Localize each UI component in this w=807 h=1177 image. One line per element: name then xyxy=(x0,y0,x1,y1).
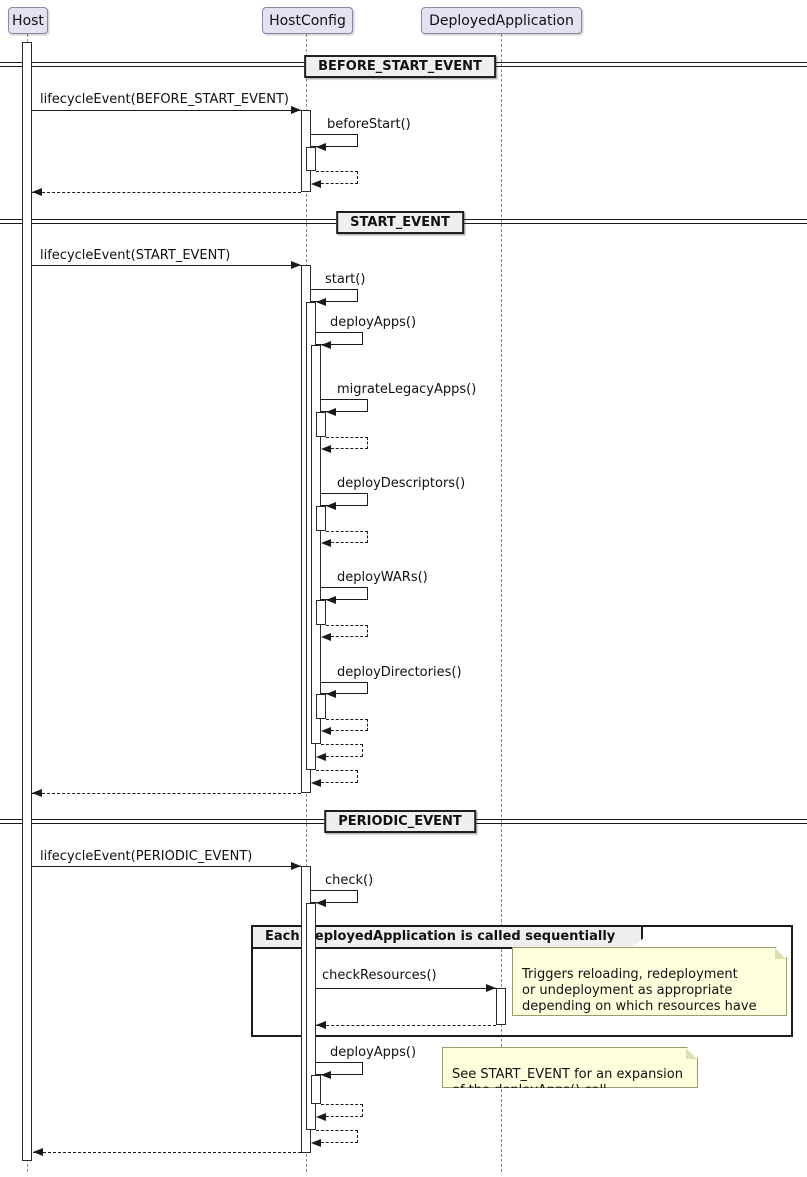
self-call-check xyxy=(311,890,358,903)
arrowhead-return-check-resources-icon xyxy=(316,1020,326,1029)
arrowhead-lifecycle-start-icon xyxy=(291,260,301,269)
arrowhead-deploy-wars-icon xyxy=(326,595,336,604)
self-call-before-start xyxy=(311,134,358,147)
arrowhead-return-to-host-1-icon xyxy=(32,187,42,196)
message-label-deploy-descriptors: deployDescriptors() xyxy=(337,476,466,491)
self-call-migrate-legacy-apps xyxy=(321,399,368,412)
message-label-deploy-wars: deployWARs() xyxy=(337,570,428,585)
self-call-deploy-wars xyxy=(321,587,368,600)
arrowhead-return-deploy-directories-icon xyxy=(321,726,331,735)
activation-deploy-directories xyxy=(316,694,326,719)
message-label-check-resources: checkResources() xyxy=(322,968,437,983)
self-call-deploy-directories xyxy=(321,682,368,694)
return-line-check-resources xyxy=(316,1025,496,1026)
self-call-start xyxy=(311,289,358,302)
self-call-deploy-apps-periodic xyxy=(316,1062,363,1075)
arrowhead-return-to-host-3-icon xyxy=(33,1147,43,1156)
self-return-migrate-legacy-apps xyxy=(326,437,368,449)
self-call-deploy-apps xyxy=(316,332,363,345)
activation-deploy-apps-periodic xyxy=(311,1075,321,1104)
return-line-start xyxy=(32,793,301,794)
arrowhead-start-icon xyxy=(316,297,326,306)
message-label-deploy-apps-periodic: deployApps() xyxy=(330,1045,417,1060)
activation-deploy-wars xyxy=(316,600,326,625)
divider-before-start-event: BEFORE_START_EVENT xyxy=(304,55,496,78)
activation-migrate-legacy-apps xyxy=(316,412,326,437)
participant-hostconfig: HostConfig xyxy=(262,7,353,34)
participant-deployedapplication-label: DeployedApplication xyxy=(429,12,574,29)
activation-deployedapplication-check xyxy=(496,988,506,1025)
note-see-start-event-text: See START_EVENT for an expansion of the … xyxy=(452,1067,683,1098)
self-return-before-start xyxy=(316,171,358,184)
message-line-lifecycle-before-start xyxy=(32,110,301,111)
message-label-deploy-apps: deployApps() xyxy=(330,315,417,330)
activation-deploy-descriptors xyxy=(316,506,326,531)
return-line-periodic xyxy=(33,1152,301,1153)
self-return-check xyxy=(316,1130,358,1143)
group-sequential-box: Each DeployedApplication is called seque… xyxy=(251,925,793,1037)
arrowhead-return-migrate-legacy-apps-icon xyxy=(321,444,331,453)
arrowhead-return-check-icon xyxy=(311,1138,321,1147)
self-return-deploy-apps-periodic xyxy=(321,1104,363,1117)
group-sequential-header: Each DeployedApplication is called seque… xyxy=(251,925,643,949)
message-label-deploy-directories: deployDirectories() xyxy=(337,665,462,680)
message-label-lifecycle-periodic: lifecycleEvent(PERIODIC_EVENT) xyxy=(40,849,253,864)
note-fold-icon xyxy=(775,948,786,959)
arrowhead-migrate-legacy-apps-icon xyxy=(326,407,336,416)
participant-hostconfig-label: HostConfig xyxy=(269,12,346,29)
arrowhead-return-deploy-apps-periodic-icon xyxy=(316,1112,326,1121)
arrowhead-check-resources-icon xyxy=(486,983,496,992)
participant-host-label: Host xyxy=(12,12,44,29)
self-return-deploy-directories xyxy=(326,719,368,731)
arrowhead-return-to-host-2-icon xyxy=(32,788,42,797)
lifeline-deployedapplication xyxy=(501,34,502,1172)
arrowhead-before-start-icon xyxy=(316,142,326,151)
arrowhead-return-deploy-wars-icon xyxy=(321,632,331,641)
message-label-start: start() xyxy=(325,272,366,287)
activation-hostconfig-before-2 xyxy=(306,147,316,171)
self-return-deploy-descriptors xyxy=(326,531,368,543)
arrowhead-return-deploy-descriptors-icon xyxy=(321,538,331,547)
message-line-check-resources xyxy=(316,988,496,989)
arrowhead-deploy-apps-periodic-icon xyxy=(321,1070,331,1079)
arrowhead-return-before-start-icon xyxy=(311,179,321,188)
message-line-lifecycle-start xyxy=(32,265,301,266)
self-return-deploy-wars xyxy=(326,625,368,637)
arrowhead-return-deploy-apps-icon xyxy=(316,752,326,761)
arrowhead-return-start-icon xyxy=(311,778,321,787)
note-see-start-event: See START_EVENT for an expansion of the … xyxy=(442,1047,698,1088)
arrowhead-deploy-apps-icon xyxy=(321,340,331,349)
activation-hostconfig-start-3 xyxy=(311,345,321,744)
self-return-deploy-apps xyxy=(321,744,363,757)
note-fold-icon xyxy=(686,1048,697,1059)
divider-periodic-event: PERIODIC_EVENT xyxy=(324,810,476,833)
message-label-migrate-legacy-apps: migrateLegacyApps() xyxy=(337,382,477,397)
divider-start-event: START_EVENT xyxy=(336,211,464,234)
message-label-before-start: beforeStart() xyxy=(327,117,411,132)
return-line-before-start xyxy=(32,192,301,193)
message-label-check: check() xyxy=(325,873,374,888)
participant-deployedapplication: DeployedApplication xyxy=(421,7,582,34)
message-line-lifecycle-periodic xyxy=(32,866,301,867)
self-return-start xyxy=(316,770,358,783)
self-call-deploy-descriptors xyxy=(321,493,368,506)
activation-hostconfig-periodic-2 xyxy=(306,903,316,1130)
arrowhead-check-icon xyxy=(316,898,326,907)
arrowhead-deploy-directories-icon xyxy=(326,689,336,698)
message-label-lifecycle-start: lifecycleEvent(START_EVENT) xyxy=(40,248,231,263)
activation-host xyxy=(22,42,32,1161)
arrowhead-lifecycle-before-start-icon xyxy=(291,105,301,114)
note-check-resources: Triggers reloading, redeployment or unde… xyxy=(512,947,787,1016)
arrowhead-lifecycle-periodic-icon xyxy=(291,861,301,870)
participant-host: Host xyxy=(8,7,48,34)
message-label-lifecycle-before-start: lifecycleEvent(BEFORE_START_EVENT) xyxy=(40,92,289,107)
arrowhead-deploy-descriptors-icon xyxy=(326,501,336,510)
